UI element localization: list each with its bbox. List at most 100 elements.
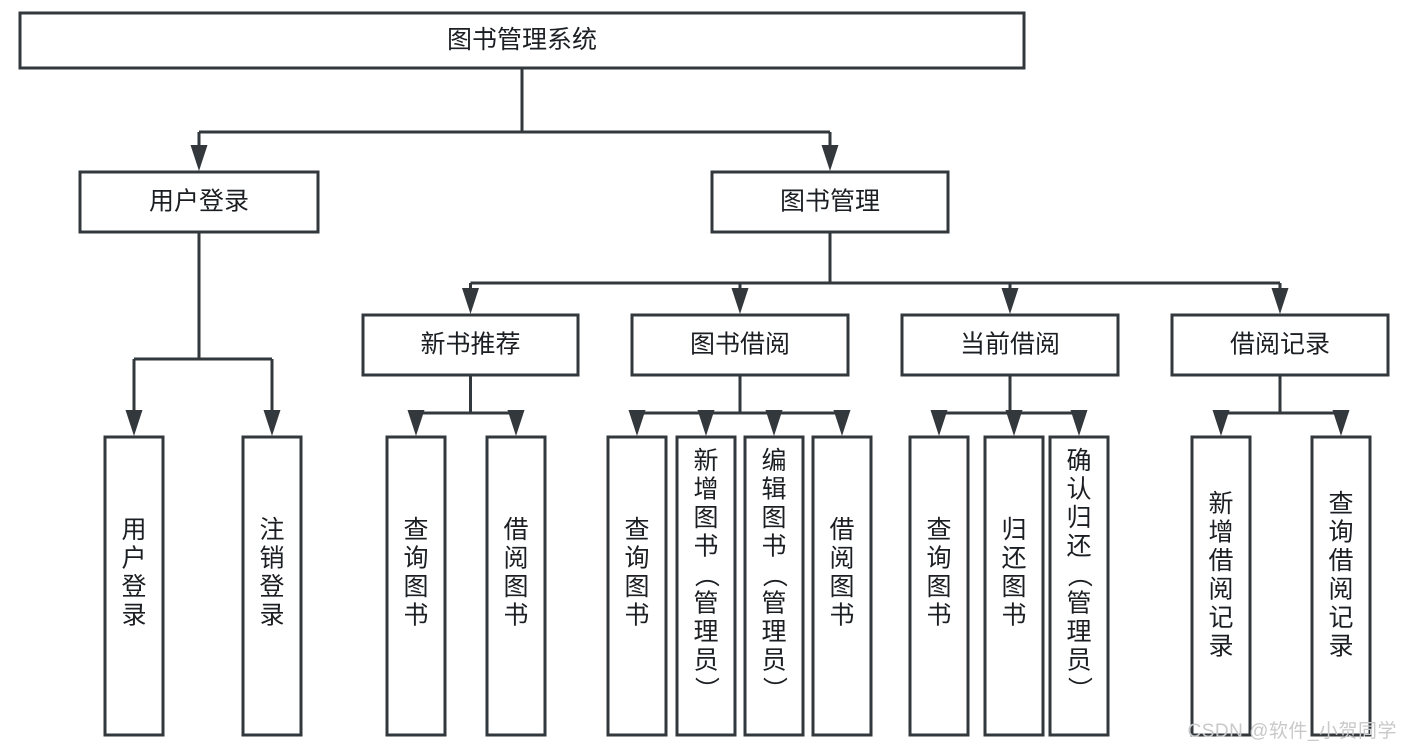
node-label-char: 查 (1328, 490, 1353, 518)
arrowhead-icon (1212, 410, 1230, 436)
node-box (241, 435, 303, 737)
node-box (675, 435, 737, 737)
node-label-char: 还 (1066, 533, 1091, 561)
node-box (1170, 313, 1390, 377)
node-label-char: 图 (926, 573, 951, 601)
node-label-char: 管 (1066, 590, 1091, 618)
node-box (900, 313, 1120, 377)
node-label-char: 用 (121, 516, 146, 544)
node-label: 当前借阅 (960, 331, 1060, 359)
node-label-char: 阅 (1208, 576, 1233, 604)
node-label-char: 录 (121, 602, 146, 630)
node-label-char: 图 (624, 573, 649, 601)
node-leaf-user-login[interactable]: 用户登录 (103, 435, 165, 737)
node-label-char: 还 (1001, 545, 1026, 573)
arrowhead-icon (190, 145, 208, 171)
node-box (361, 313, 580, 377)
node-box (485, 435, 547, 737)
node-box (743, 435, 805, 737)
edge-group-root (190, 68, 839, 171)
node-label-char: 记 (1328, 604, 1353, 632)
node-label-char: 理 (761, 618, 786, 646)
node-label-char: 询 (1328, 519, 1353, 547)
node-label-char: 书 (693, 533, 718, 561)
node-label-char: （ (1065, 562, 1093, 587)
node-borrow-record[interactable]: 借阅记录 (1170, 313, 1390, 377)
node-label-char: 查 (926, 516, 951, 544)
node-label-char: 询 (403, 545, 428, 573)
node-label-char: 注 (259, 516, 284, 544)
node-root[interactable]: 图书管理系统 (18, 11, 1026, 70)
node-current-borrow[interactable]: 当前借阅 (900, 313, 1120, 377)
arrowhead-icon (1332, 410, 1350, 436)
node-label-char: 录 (1208, 633, 1233, 661)
node-book-manage[interactable]: 图书管理 (710, 170, 950, 234)
node-label-char: 增 (1208, 519, 1233, 547)
node-label: 图书管理 (780, 188, 880, 216)
node-label-char: 阅 (1328, 576, 1353, 604)
node-label-char: 员 (761, 647, 786, 675)
node-box (710, 170, 950, 234)
node-box (385, 435, 447, 737)
node-label-char: 增 (693, 476, 718, 504)
node-label-char: 登 (259, 573, 284, 601)
node-label-char: 书 (624, 602, 649, 630)
node-label-char: 录 (1328, 633, 1353, 661)
arrowhead-icon (833, 410, 851, 436)
node-label-char: 记 (1208, 604, 1233, 632)
node-label-char: 阅 (829, 545, 854, 573)
arrowhead-icon (407, 410, 425, 436)
node-label-char: 图 (761, 504, 786, 532)
arrowhead-icon (1005, 410, 1023, 436)
node-label-char: 认 (1066, 476, 1091, 504)
node-label-char: 询 (926, 545, 951, 573)
node-label: 新书推荐 (420, 331, 520, 359)
node-box (1048, 435, 1110, 737)
node-user-login[interactable]: 用户登录 (78, 170, 320, 234)
edge-group-borrow-record (1212, 375, 1350, 436)
node-label-char: ） (760, 676, 788, 701)
node-label-char: 书 (926, 602, 951, 630)
node-label-char: 查 (403, 516, 428, 544)
node-label-char: （ (760, 562, 788, 587)
node-label-char: 编 (761, 447, 786, 475)
node-label-char: 借 (829, 516, 854, 544)
node-label-char: 借 (1208, 547, 1233, 575)
node-box (1190, 435, 1252, 737)
node-label-char: 辑 (761, 476, 786, 504)
arrowhead-icon (765, 410, 783, 436)
node-label-char: 员 (693, 647, 718, 675)
node-label-char: 图 (1001, 573, 1026, 601)
node-label-char: 新 (1208, 490, 1233, 518)
edge-group-book-manage (462, 232, 1289, 314)
node-book-borrow[interactable]: 图书借阅 (630, 313, 850, 377)
node-label-char: 阅 (503, 545, 528, 573)
node-label-char: ） (1065, 676, 1093, 701)
arrowhead-icon (930, 410, 948, 436)
node-layer: 图书管理系统用户登录图书管理新书推荐图书借阅当前借阅借阅记录用户登录注销登录查询… (18, 11, 1390, 737)
node-label-char: 录 (259, 602, 284, 630)
arrowhead-icon (731, 288, 749, 314)
edge-group-user-login (125, 232, 281, 436)
edge-group-book-borrow (628, 375, 851, 436)
node-label-char: 图 (829, 573, 854, 601)
edge-group-new-book-rec (407, 375, 525, 436)
node-new-book-rec[interactable]: 新书推荐 (361, 313, 580, 377)
node-box (908, 435, 970, 737)
node-label-char: 图 (403, 573, 428, 601)
node-label-char: 管 (693, 590, 718, 618)
node-label-char: 图 (693, 504, 718, 532)
